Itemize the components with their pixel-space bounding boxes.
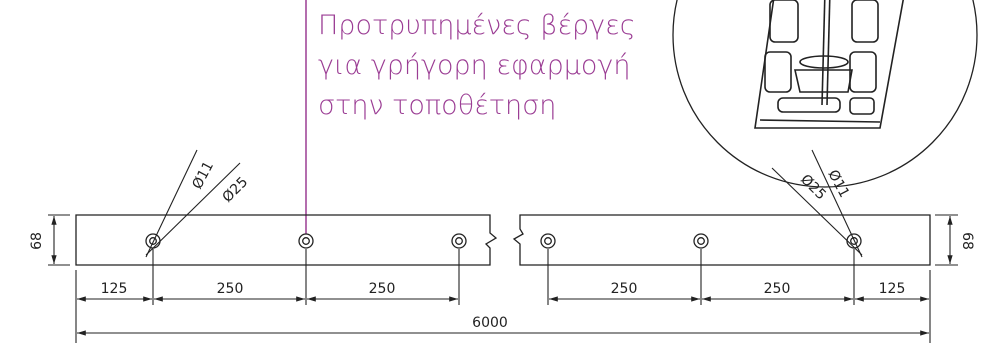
callout-line: Προτρυπημένες βέργες (318, 10, 636, 41)
bar-right-section (512, 214, 931, 266)
bar-left-section (75, 214, 498, 266)
spacing-label: 250 (217, 281, 244, 297)
height-label-right: 68 (959, 232, 975, 250)
hole (145, 233, 161, 249)
spacing-label: 250 (764, 281, 791, 297)
callout-line: στην τοποθέτηση (318, 90, 557, 121)
spacing-label: 125 (879, 281, 906, 297)
height-dim-left (48, 214, 70, 266)
detail-circle (672, 0, 978, 188)
callout-text: Προτρυπημένες βέργες για γρήγορη εφαρμογ… (318, 6, 636, 126)
dia-small-left: Ø11 (189, 159, 217, 192)
detail-magnifier (672, 0, 978, 188)
hole (298, 233, 314, 249)
spacing-label: 250 (369, 281, 396, 297)
extension-lines (75, 249, 931, 343)
detail-bar-closeup (754, 0, 906, 129)
hole (451, 233, 467, 249)
holes (145, 233, 862, 249)
height-label-left: 68 (29, 232, 45, 250)
spacing-label: 250 (611, 281, 638, 297)
hole (540, 233, 556, 249)
diameter-leaders-right (771, 149, 863, 258)
total-length-label: 6000 (472, 315, 508, 331)
height-dim-right (935, 214, 958, 266)
hole (693, 233, 709, 249)
callout-line: για γρήγορη εφαρμογή (318, 50, 631, 81)
spacing-label: 125 (101, 281, 128, 297)
diameter-leaders-left (145, 149, 241, 258)
